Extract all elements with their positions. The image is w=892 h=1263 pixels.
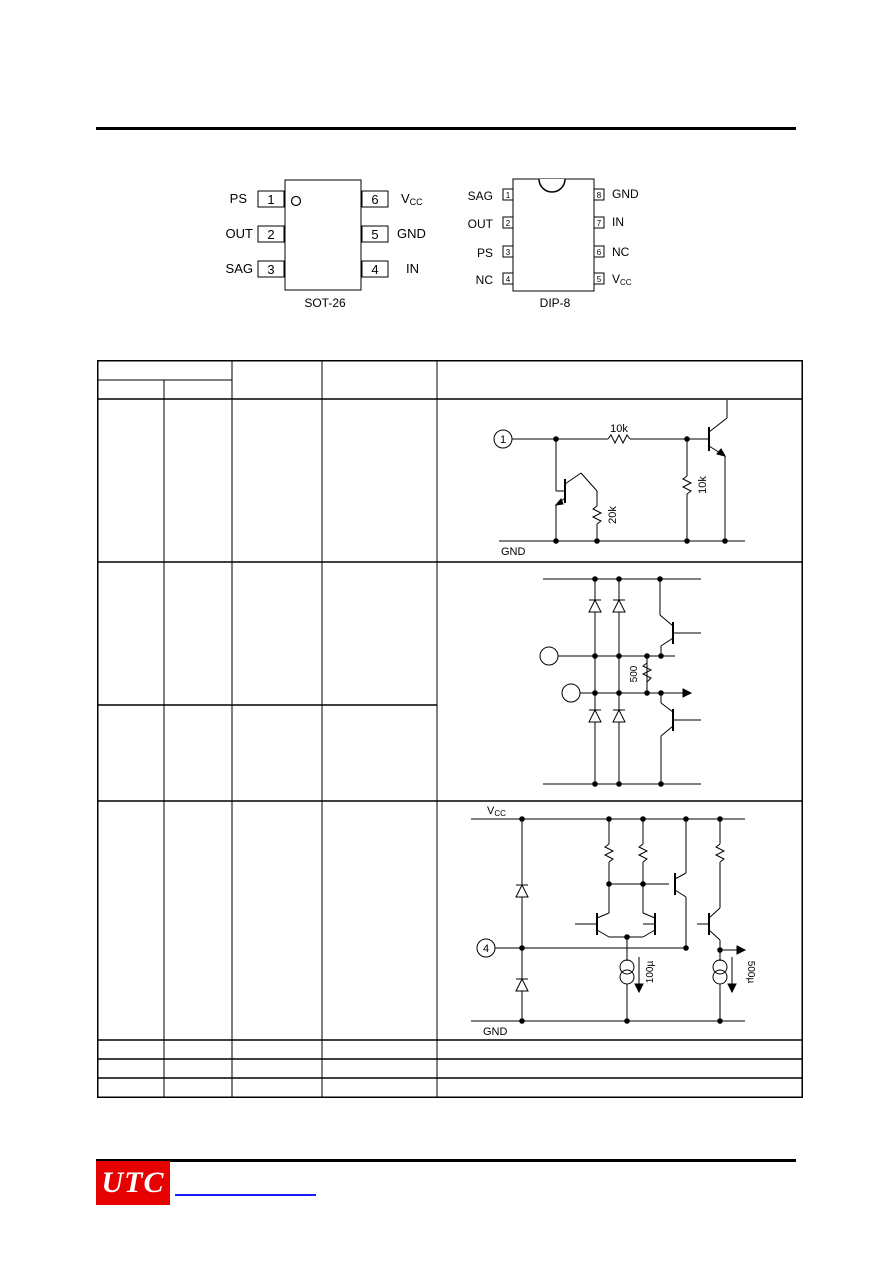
pin-marker-sag [539, 646, 559, 666]
ps-equivalent-circuit [493, 400, 745, 542]
sot26-pin-label: SAG [226, 261, 253, 276]
package-pinout-diagram: 1 2 3 6 5 4 PS OUT SAG VCC GND IN SOT-26… [226, 178, 639, 310]
dip8-pin-label: NC [612, 245, 630, 259]
dip8-body [512, 178, 595, 292]
sot26-package-name: SOT-26 [304, 296, 346, 310]
sot26-pin-box [257, 225, 285, 243]
utc-logo: UTC [96, 1161, 170, 1205]
resistor [637, 843, 649, 863]
out-sag-equivalent-circuit [539, 578, 701, 785]
in-equivalent-circuit [471, 818, 747, 1022]
dip8-package-name: DIP-8 [540, 296, 571, 310]
sot26-pin-num: 6 [371, 192, 378, 207]
diode [515, 977, 529, 992]
sot26-pin-label: GND [397, 226, 426, 241]
dip8-pin-num: 8 [597, 191, 602, 200]
pin-marker-out [561, 683, 581, 703]
sot26-pin-label: PS [230, 191, 248, 206]
sot26-pin-num: 1 [267, 192, 274, 207]
diode [612, 598, 626, 613]
sot26-pin-box [257, 190, 285, 208]
dip8-pin-num: 4 [506, 275, 511, 284]
circuit-in-gnd-label: GND [483, 1026, 508, 1038]
table-border [97, 360, 803, 1098]
circuit-in-i1-label: 100µ [645, 961, 656, 984]
dip8-pin-label: SAG [468, 189, 493, 203]
dip8-pin-num: 7 [597, 219, 602, 228]
diode [588, 708, 602, 723]
footer-rule [96, 1159, 796, 1162]
sot26-pin-box [361, 190, 389, 208]
dip8-pin-num: 6 [597, 248, 602, 257]
sot26-pin-num: 5 [371, 227, 378, 242]
circuit-ps-r2-label: 20k [607, 506, 619, 524]
sot26-pin-box [361, 225, 389, 243]
dip8-pin-box [502, 216, 514, 229]
pin1-dot [290, 195, 302, 207]
dip8-pin-num: 1 [506, 191, 511, 200]
current-source [619, 959, 635, 975]
circuit-ps-r3-label: 10k [697, 476, 709, 494]
circuit-ps-gnd-label: GND [501, 546, 526, 558]
circuit-out-sag-r-label: 500 [629, 665, 640, 682]
current-source [712, 959, 728, 975]
circuit-ps-pin-marker: 1 [500, 434, 506, 446]
diode [612, 708, 626, 723]
resistor-10k-vertical [681, 475, 693, 495]
resistor [603, 843, 615, 863]
circuit-in-vcc-label: VCC [487, 805, 506, 818]
dip8-pin-box [593, 216, 605, 229]
dip8-pin-num: 5 [597, 275, 602, 284]
dip8-pin-num: 2 [506, 219, 511, 228]
dip8-pin-label: OUT [468, 217, 494, 231]
diode [515, 883, 529, 898]
dip8-pin-num: 3 [506, 248, 511, 257]
sot26-pin-label: IN [406, 261, 419, 276]
sot26-pin-box [257, 260, 285, 278]
sot26-pin-num: 2 [267, 227, 274, 242]
website-link[interactable] [175, 1194, 316, 1196]
dip8-pin-box [502, 272, 514, 285]
dip8-pin-label: PS [477, 246, 493, 260]
sot26-body [284, 179, 362, 291]
circuit-in-pin-marker: 4 [483, 943, 489, 955]
sot26-pin-num: 4 [371, 262, 378, 277]
dip8-pin-label: NC [476, 273, 494, 287]
dip8-pin-box [502, 245, 514, 258]
dip8-pin-box [593, 188, 605, 201]
resistor-10k [607, 433, 631, 445]
dip8-pin-box [593, 245, 605, 258]
circuit-ps-r1-label: 10k [610, 423, 628, 435]
circuit-in-i2-label: 500µ [745, 961, 756, 984]
dip8-pin-label: GND [612, 187, 639, 201]
sot26-pin-box [361, 260, 389, 278]
pin-description-table: 1 10k 20k 10k GND [97, 360, 803, 1098]
dip8-pin-label: VCC [612, 272, 632, 287]
resistor [714, 843, 726, 863]
dip8-pin-label: IN [612, 215, 624, 229]
sot26-pin-label: OUT [226, 226, 254, 241]
resistor-500 [641, 662, 653, 683]
dip8-pin-box [593, 272, 605, 285]
dip8-pin-box [502, 188, 514, 201]
sot26-pin-num: 3 [267, 262, 274, 277]
resistor-20k [591, 505, 603, 525]
diode [588, 598, 602, 613]
dip8-notch [538, 178, 566, 193]
sot26-pin-label: VCC [401, 191, 423, 207]
header-rule [96, 127, 796, 130]
